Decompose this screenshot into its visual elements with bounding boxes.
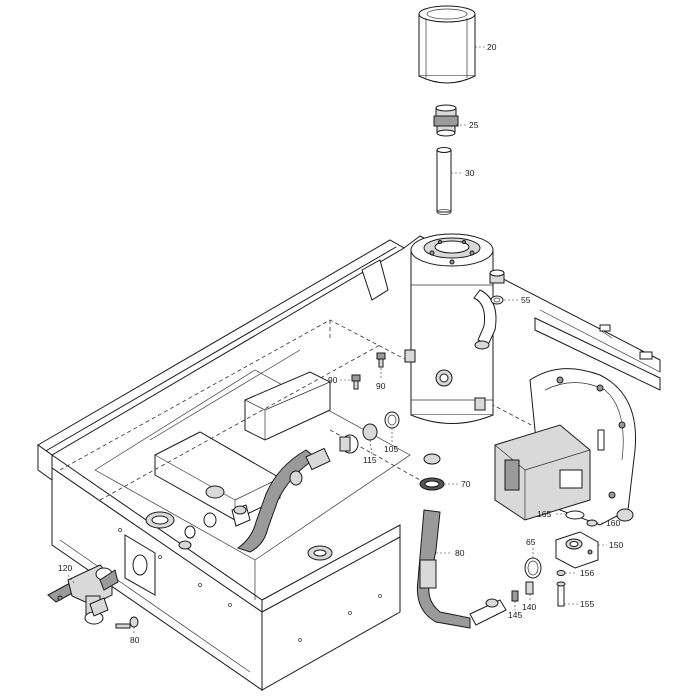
- callout-120: 120: [58, 563, 72, 573]
- hydraulic-pump: [494, 368, 637, 526]
- callout-25: 25: [469, 120, 479, 130]
- callout-145: 145: [508, 610, 522, 620]
- callout-80-left: 80: [130, 635, 140, 645]
- fitting-90-a: [351, 374, 361, 390]
- pressure-hose-80: [416, 509, 507, 629]
- fitting-80-left: [115, 616, 139, 629]
- fill-cap-55: [489, 269, 505, 305]
- washer-156: [556, 570, 566, 576]
- callout-30: 30: [465, 168, 475, 178]
- callout-55: 55: [521, 295, 531, 305]
- fitting-140: [525, 581, 534, 595]
- callout-80-hose: 80: [455, 548, 465, 558]
- filter-nipple-25: [433, 104, 459, 137]
- callout-155: 155: [580, 599, 594, 609]
- base-frame: [37, 235, 661, 691]
- filter-cartridge-20: [418, 5, 476, 84]
- callout-70: 70: [461, 479, 471, 489]
- leader-lines: [67, 46, 607, 634]
- callout-165: 165: [537, 509, 551, 519]
- oring-165: [565, 510, 585, 520]
- callout-115: 115: [363, 455, 377, 465]
- bolt-160: [586, 519, 598, 527]
- callout-20: 20: [487, 42, 497, 52]
- callout-105: 105: [384, 444, 398, 454]
- valve-block-150: [555, 531, 599, 569]
- fitting-145: [511, 590, 519, 602]
- oring-65: [524, 557, 542, 579]
- bolt-155: [556, 581, 566, 607]
- fitting-90-b: [376, 352, 386, 368]
- standpipe-30: [436, 147, 452, 215]
- callout-156: 156: [580, 568, 594, 578]
- hose-clamp-70: [419, 453, 445, 491]
- callout-140: 140: [522, 602, 536, 612]
- seal-105: [384, 411, 400, 429]
- callout-150: 150: [609, 540, 623, 550]
- reservoir-tank: [404, 233, 497, 424]
- callout-90-a: 90: [328, 375, 338, 385]
- callout-65: 65: [526, 537, 536, 547]
- suction-hose-left: [184, 447, 331, 553]
- callout-90-b: 90: [376, 381, 386, 391]
- adapter-115: [339, 423, 378, 454]
- callout-160: 160: [606, 518, 620, 528]
- suction-valve-120: [47, 564, 119, 625]
- callout-labels: 20 25 30 55 90 90 105 115 70 80 65 150 1…: [58, 42, 623, 645]
